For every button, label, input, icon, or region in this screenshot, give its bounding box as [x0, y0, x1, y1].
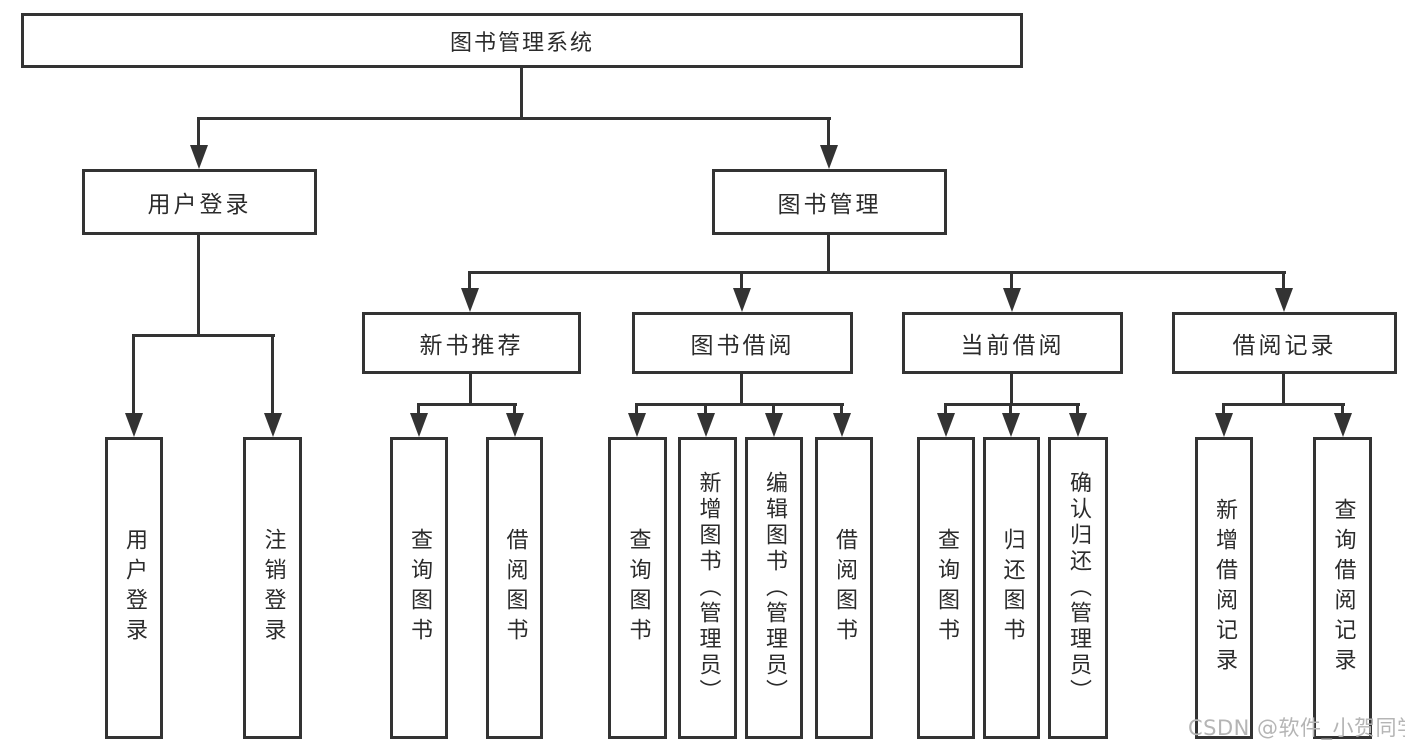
connector-line — [513, 403, 516, 416]
csdn-watermark: CSDN @软件_小贺同学 — [1188, 716, 1405, 740]
connector-line — [197, 235, 200, 337]
arrow-down — [937, 413, 955, 437]
node-label: 图书管理 — [777, 192, 882, 218]
connector-line — [704, 403, 707, 416]
node-label: 新书推荐 — [419, 333, 524, 359]
node-current-borrowing: 当前借阅 — [902, 312, 1123, 374]
node-book-borrowing: 图书借阅 — [632, 312, 853, 374]
branch-line — [197, 117, 831, 120]
leaf-edit-books-admin: 编辑图书（管理员） — [745, 437, 803, 739]
leaf-add-borrow-record: 新增借阅记录 — [1195, 437, 1253, 739]
node-label: 归还图书 — [999, 528, 1025, 648]
node-user-login: 用户登录 — [82, 169, 317, 235]
arrow-down — [820, 145, 838, 169]
leaf-logout: 注销登录 — [243, 437, 302, 739]
connector-line — [1010, 271, 1013, 291]
node-label: 借阅图书 — [832, 528, 857, 648]
branch-line — [1222, 403, 1345, 406]
node-label: 图书借阅 — [690, 333, 795, 359]
node-label: 用户登录 — [147, 192, 252, 218]
arrow-down — [733, 288, 751, 312]
connector-line — [944, 403, 947, 416]
node-label: 借阅记录 — [1232, 333, 1337, 359]
connector-line — [520, 68, 523, 119]
connector-line — [635, 403, 638, 416]
node-label: 注销登录 — [260, 528, 286, 648]
arrow-down — [1003, 288, 1021, 312]
leaf-user-login: 用户登录 — [105, 437, 163, 739]
arrow-down — [1002, 413, 1020, 437]
connector-line — [740, 271, 743, 291]
arrow-down — [264, 413, 282, 437]
arrow-down — [697, 413, 715, 437]
node-label: 用户登录 — [122, 528, 147, 648]
arrow-down — [765, 413, 783, 437]
node-label: 新增借阅记录 — [1212, 498, 1237, 678]
connector-line — [417, 403, 420, 416]
node-label: 新增图书（管理员） — [695, 471, 721, 705]
node-new-book-recommendation: 新书推荐 — [362, 312, 581, 374]
branch-line — [944, 403, 1080, 406]
arrow-down — [628, 413, 646, 437]
connector-line — [1341, 403, 1344, 416]
connector-line — [1010, 372, 1013, 406]
node-label: 查询图书 — [407, 528, 432, 648]
node-label: 查询图书 — [625, 528, 651, 648]
connector-line — [1009, 403, 1012, 416]
connector-line — [772, 403, 775, 416]
branch-line — [417, 403, 517, 406]
arrow-down — [1215, 413, 1233, 437]
connector-line — [197, 117, 200, 147]
arrow-down — [190, 145, 208, 169]
connector-line — [271, 334, 274, 416]
node-label: 查询借阅记录 — [1330, 498, 1356, 678]
leaf-query-books-current: 查询图书 — [917, 437, 975, 739]
branch-line — [132, 334, 275, 337]
connector-line — [1282, 372, 1285, 406]
arrow-down — [461, 288, 479, 312]
node-borrowing-records: 借阅记录 — [1172, 312, 1397, 374]
leaf-add-books-admin: 新增图书（管理员） — [678, 437, 737, 739]
connector-line — [827, 117, 830, 147]
connector-line — [1076, 403, 1079, 416]
node-label: 查询图书 — [934, 528, 959, 648]
node-book-management: 图书管理 — [712, 169, 947, 235]
arrow-down — [1334, 413, 1352, 437]
arrow-down — [506, 413, 524, 437]
node-label: 当前借阅 — [960, 333, 1065, 359]
branch-line — [635, 403, 844, 406]
arrow-down — [410, 413, 428, 437]
connector-line — [468, 271, 471, 291]
leaf-borrow-books: 借阅图书 — [815, 437, 873, 739]
connector-line — [132, 334, 135, 416]
leaf-query-books-recommend: 查询图书 — [390, 437, 448, 739]
node-label: 图书管理系统 — [449, 30, 594, 56]
node-label: 借阅图书 — [502, 528, 528, 648]
leaf-borrow-books-recommend: 借阅图书 — [486, 437, 543, 739]
node-library-system: 图书管理系统 — [21, 13, 1023, 68]
arrow-down — [1275, 288, 1293, 312]
connector-line — [840, 403, 843, 416]
arrow-down — [833, 413, 851, 437]
arrow-down — [1069, 413, 1087, 437]
connector-line — [740, 372, 743, 406]
leaf-query-borrow-record: 查询借阅记录 — [1313, 437, 1372, 739]
node-label: 确认归还（管理员） — [1066, 471, 1091, 705]
branch-line — [468, 271, 1286, 274]
leaf-query-books-borrow: 查询图书 — [608, 437, 667, 739]
leaf-confirm-return-admin: 确认归还（管理员） — [1048, 437, 1108, 739]
connector-line — [827, 235, 830, 274]
connector-line — [1222, 403, 1225, 416]
connector-line — [1282, 271, 1285, 291]
arrow-down — [125, 413, 143, 437]
node-label: 编辑图书（管理员） — [762, 471, 787, 705]
connector-line — [469, 372, 472, 406]
leaf-return-books: 归还图书 — [983, 437, 1040, 739]
